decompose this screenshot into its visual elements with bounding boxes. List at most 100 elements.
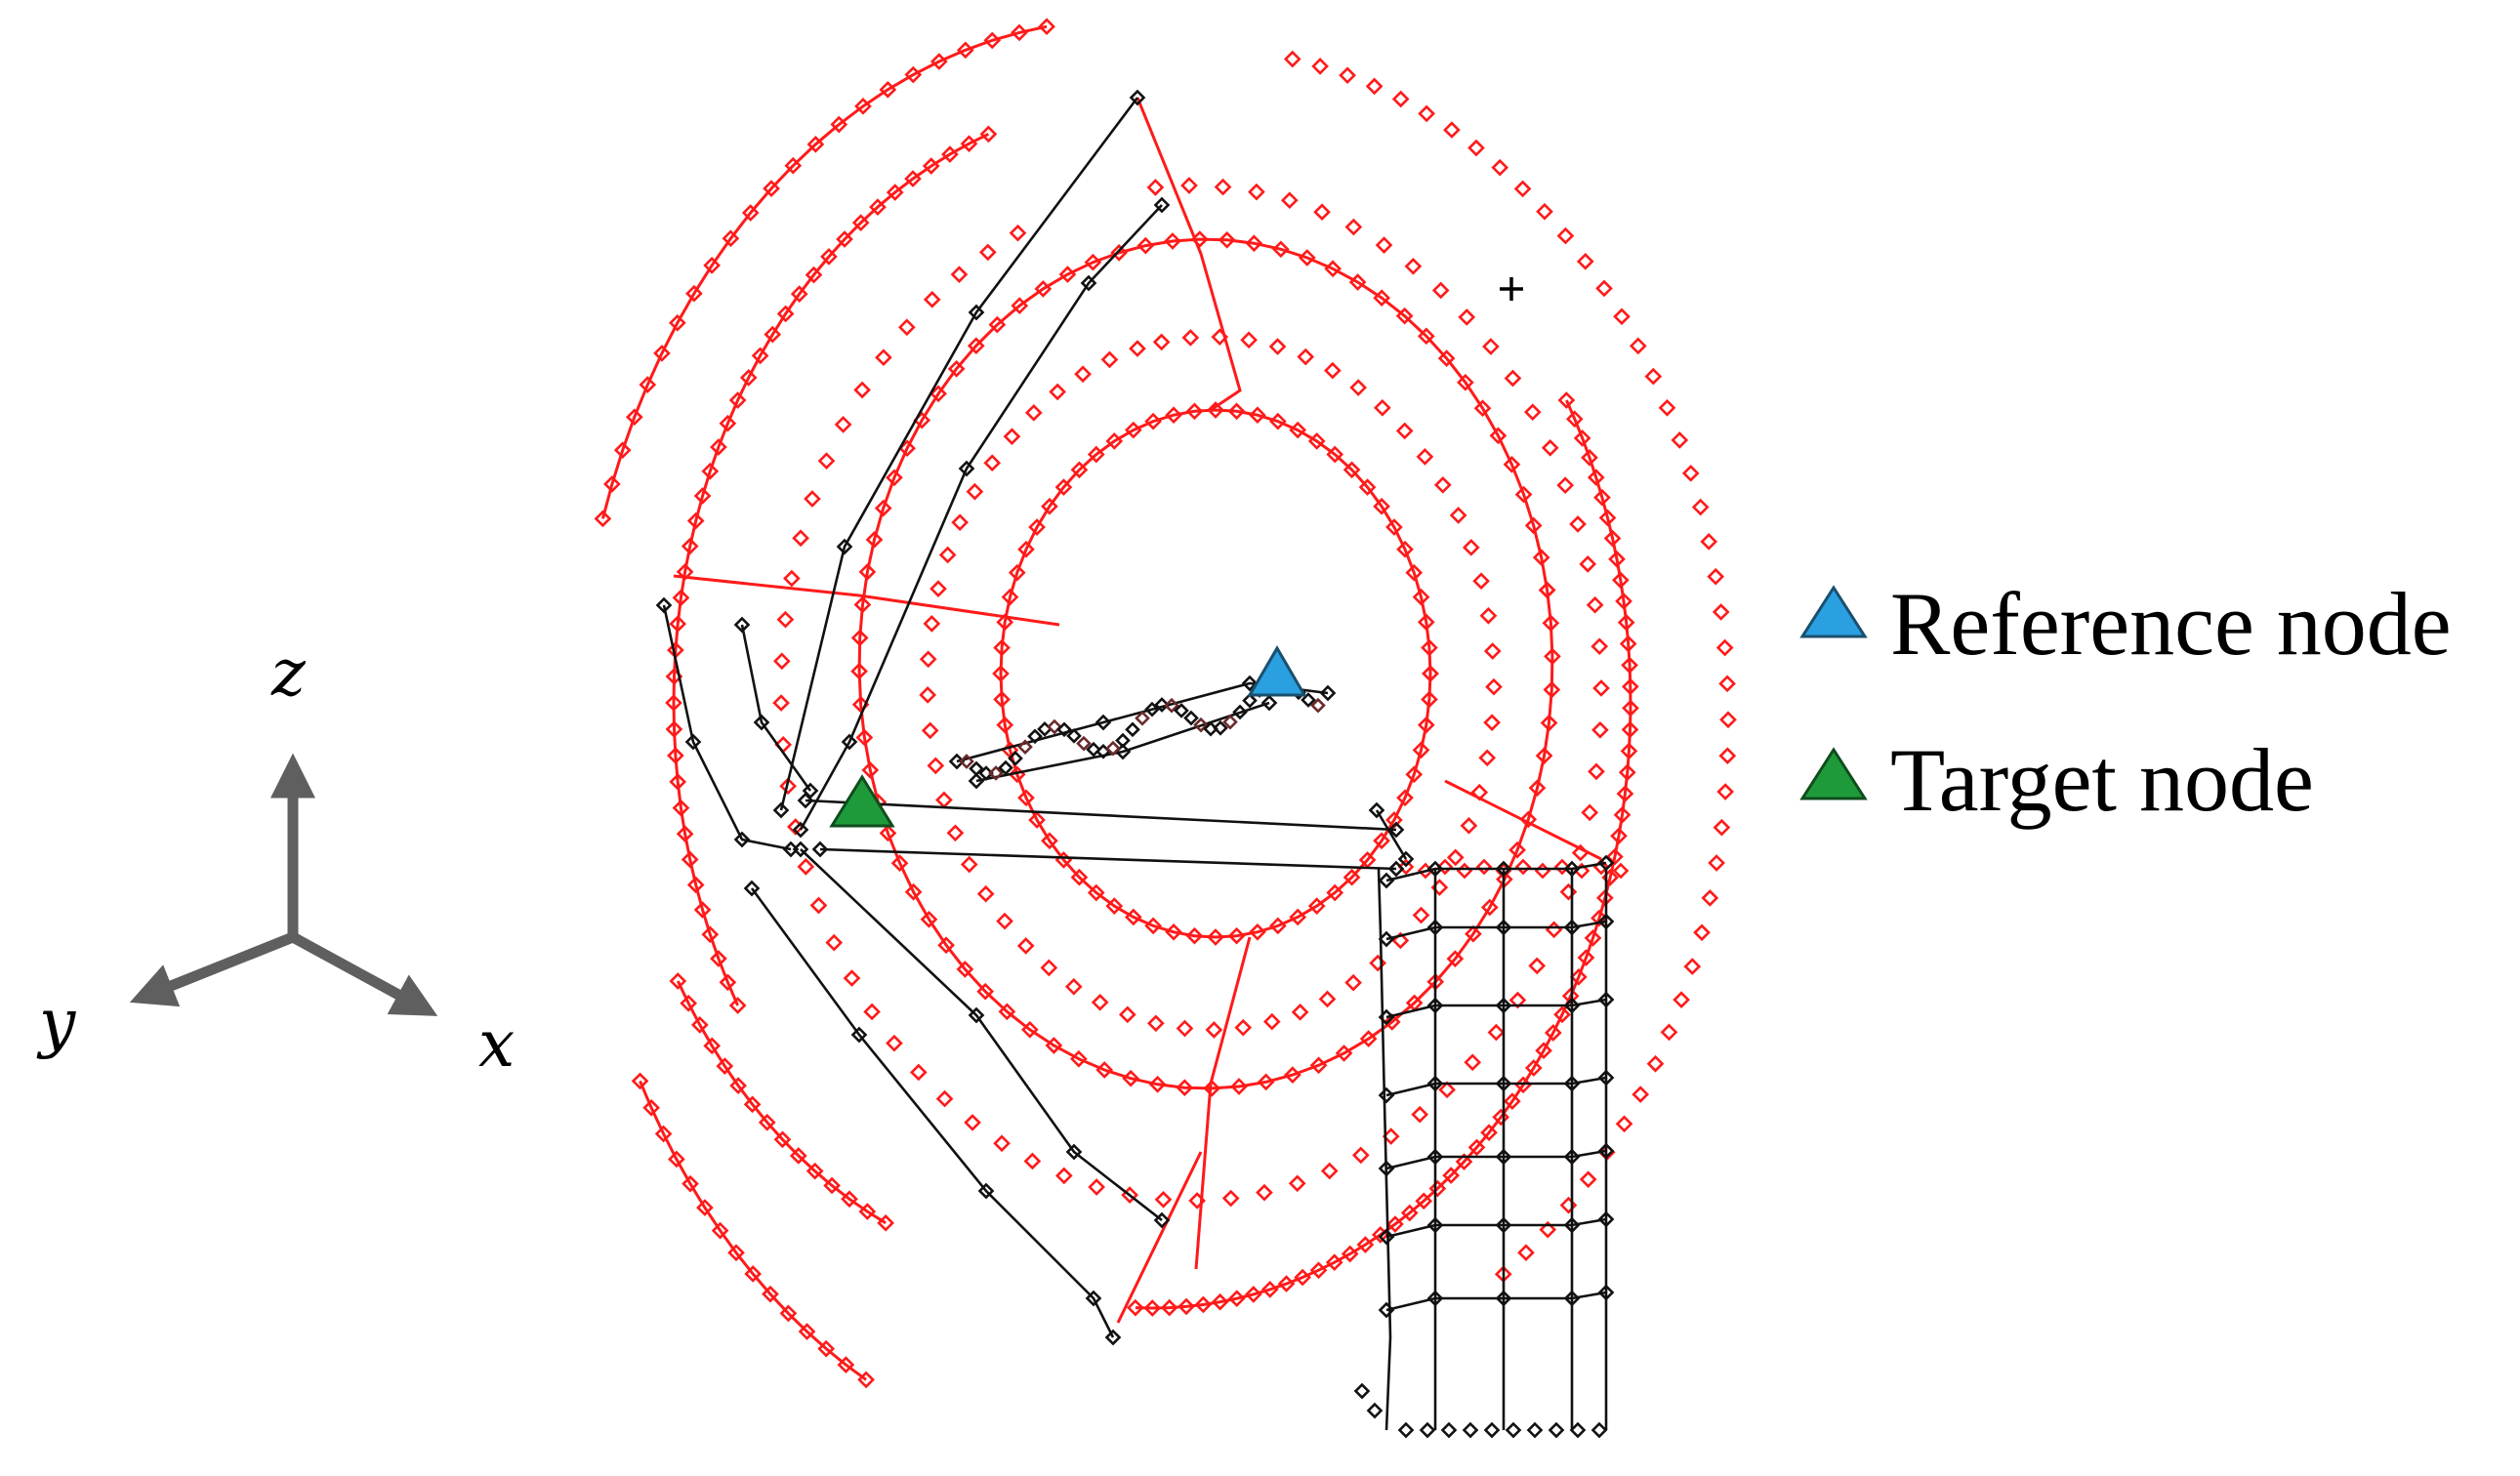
red-node [1707, 567, 1725, 586]
red-node [851, 214, 870, 231]
red-node [751, 347, 769, 365]
black-node [1193, 717, 1209, 733]
red-node [1693, 923, 1711, 942]
red-node [1467, 1138, 1486, 1157]
red-node [1615, 1115, 1633, 1133]
red-node [1712, 603, 1730, 621]
black-node [968, 304, 985, 321]
red-node [956, 961, 974, 978]
red-outer-arc [639, 1080, 867, 1381]
red-node [1465, 924, 1482, 943]
red-node [937, 936, 955, 955]
red-node [1415, 1192, 1433, 1210]
red-node [1271, 240, 1290, 259]
red-radial-line [1136, 97, 1242, 412]
red-node [809, 896, 828, 915]
red-node [1553, 858, 1571, 876]
red-node [1613, 308, 1631, 326]
black-node [1426, 1075, 1444, 1092]
red-node [1227, 1290, 1246, 1308]
red-node [1713, 818, 1731, 837]
red-node [1611, 571, 1630, 590]
red-node [935, 1089, 954, 1108]
red-node [1617, 613, 1635, 632]
red-node [1428, 1179, 1447, 1198]
red-node [1144, 412, 1162, 430]
red-node [1467, 139, 1485, 157]
black-member-line [1375, 809, 1408, 860]
red-node [1277, 1275, 1296, 1292]
red-node [728, 997, 747, 1014]
red-node [960, 855, 978, 874]
red-node [805, 266, 823, 284]
red-node [710, 438, 727, 456]
red-node [1298, 249, 1316, 266]
red-node [669, 972, 687, 990]
red-node [1472, 572, 1490, 591]
red-node [779, 1304, 798, 1323]
red-node [976, 982, 995, 1001]
red-node [858, 563, 877, 581]
red-node [1534, 862, 1551, 880]
red-node [1064, 977, 1083, 996]
red-node [875, 348, 892, 367]
black-node [968, 772, 985, 790]
red-node [1613, 805, 1632, 824]
red-node [879, 824, 897, 842]
red-node [825, 933, 844, 952]
black-node [1495, 1075, 1512, 1092]
red-node [784, 156, 803, 175]
red-node [739, 369, 758, 387]
red-node [1349, 379, 1368, 396]
black-node [1086, 741, 1101, 758]
red-node [1127, 1298, 1144, 1317]
red-node [923, 615, 941, 633]
black-node [1017, 739, 1033, 755]
black-node [1495, 919, 1512, 936]
red-node [1148, 1075, 1167, 1093]
red-node [1164, 232, 1181, 250]
black-node [772, 801, 790, 819]
y-axis-label: y [36, 985, 76, 1060]
red-node [837, 1356, 855, 1374]
red-node [1606, 847, 1624, 866]
red-node [890, 854, 909, 873]
red-node [1227, 402, 1246, 421]
red-node [951, 513, 969, 532]
black-node [1008, 751, 1023, 766]
black-node [1563, 1290, 1581, 1307]
black-node [797, 792, 814, 809]
red-node [904, 65, 923, 84]
red-node [863, 1003, 881, 1021]
red-node [1559, 1196, 1578, 1214]
red-node [874, 499, 892, 517]
black-node [958, 460, 975, 477]
red-node [1671, 431, 1689, 449]
red-node [668, 1150, 685, 1168]
black-node [1426, 1148, 1444, 1166]
black-node [1095, 714, 1112, 731]
red-node [797, 858, 815, 876]
red-node [1535, 747, 1553, 764]
red-node [1581, 448, 1598, 467]
red-node [1544, 647, 1561, 666]
red-node [1569, 515, 1587, 533]
red-node [1485, 677, 1503, 696]
red-node [1324, 361, 1342, 380]
red-node [1054, 1167, 1073, 1185]
red-node [1417, 327, 1435, 346]
red-node [853, 381, 871, 399]
red-node [1460, 816, 1478, 835]
black-node [1495, 860, 1512, 878]
black-node [1495, 1290, 1512, 1307]
red-node [1034, 280, 1053, 298]
red-node [728, 391, 747, 409]
red-node [1542, 614, 1560, 633]
red-node [1433, 475, 1452, 494]
red-node [1373, 497, 1390, 515]
red-node [676, 562, 694, 581]
red-node [1508, 991, 1527, 1009]
red-node [1088, 1178, 1105, 1196]
red-node [1307, 432, 1326, 450]
red-node [1456, 862, 1473, 880]
